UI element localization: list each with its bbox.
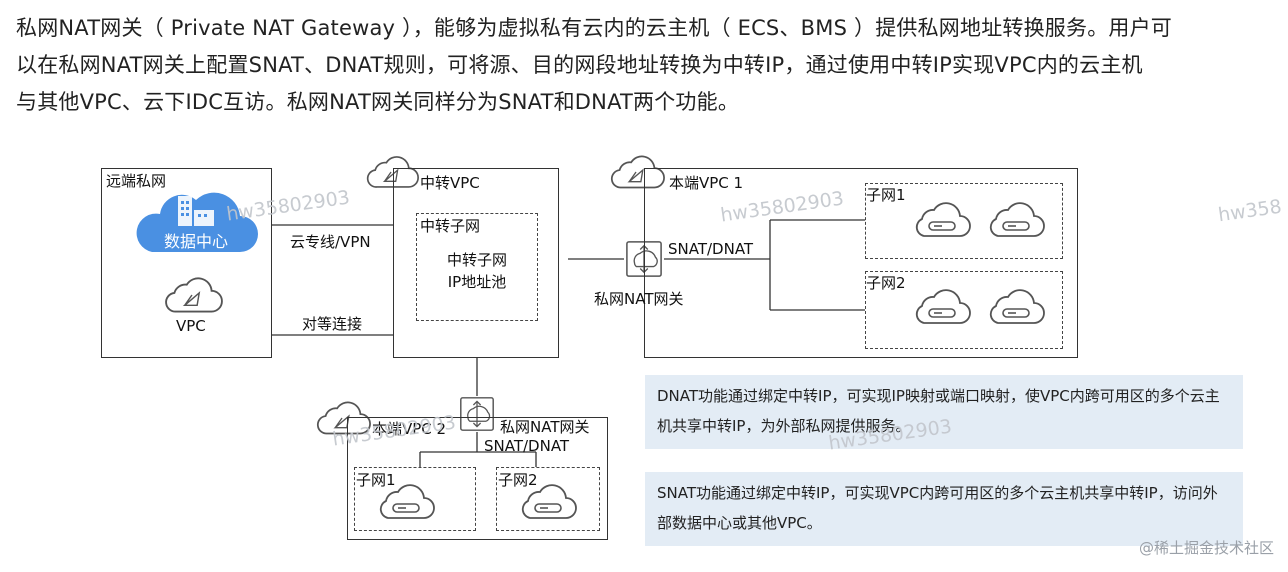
nat-gateway-bottom-label: 私网NAT网关	[500, 418, 590, 436]
transit-subnet-box	[416, 213, 538, 321]
ip-pool-label: 中转子网 IP地址池	[418, 249, 536, 293]
local-vpc2-label: 本端VPC 2	[372, 420, 447, 438]
dedicated-line-label: 云专线/VPN	[290, 233, 371, 251]
local-vpc1-box	[644, 168, 1078, 358]
subnet2-bottom-box	[496, 467, 600, 531]
dnat-note-text: DNAT功能通过绑定中转IP，可实现IP映射或端口映射，使VPC内跨可用区的多个…	[657, 387, 1220, 435]
ip-pool-line-2: IP地址池	[447, 273, 507, 291]
snat-dnat-bottom-label: SNAT/DNAT	[484, 437, 570, 455]
transit-vpc-box	[393, 168, 559, 358]
intro-line-1: 私网NAT网关（ Private NAT Gateway ），能够为虚拟私有云内…	[16, 16, 1172, 40]
nat-gateway-top-label: 私网NAT网关	[594, 290, 684, 308]
corner-credit: @稀土掘金技术社区	[1138, 539, 1274, 557]
peering-label: 对等连接	[302, 315, 363, 333]
transit-vpc-label: 中转VPC	[420, 174, 480, 192]
transit-subnet-label: 中转子网	[420, 217, 481, 235]
intro-line-2: 以在私网NAT网关上配置SNAT、DNAT规则，可将源、目的网段地址转换为中转I…	[16, 53, 1143, 77]
datacenter-cloud-icon	[136, 192, 258, 252]
intro-paragraph: 私网NAT网关（ Private NAT Gateway ），能够为虚拟私有云内…	[16, 10, 1278, 121]
remote-private-box	[101, 168, 272, 358]
local-vpc1-label: 本端VPC 1	[669, 174, 744, 192]
subnet2-top-label: 子网2	[866, 274, 906, 292]
ip-pool-line-1: 中转子网	[446, 251, 507, 269]
dnat-note: DNAT功能通过绑定中转IP，可实现IP映射或端口映射，使VPC内跨可用区的多个…	[645, 375, 1243, 449]
snat-note: SNAT功能通过绑定中转IP，可实现VPC内跨可用区的多个云主机共享中转IP，访…	[645, 472, 1243, 546]
subnet1-top-box	[865, 183, 1063, 259]
subnet2-bottom-label: 子网2	[498, 471, 538, 489]
local-vpc2-box	[347, 417, 608, 540]
subnet1-top-label: 子网1	[866, 186, 906, 204]
subnet1-bottom-box	[354, 467, 476, 531]
vpc-label: VPC	[176, 317, 206, 335]
subnet1-bottom-label: 子网1	[356, 471, 396, 489]
snat-note-text: SNAT功能通过绑定中转IP，可实现VPC内跨可用区的多个云主机共享中转IP，访…	[657, 484, 1218, 532]
intro-line-3: 与其他VPC、云下IDC互访。私网NAT网关同样分为SNAT和DNAT两个功能。	[16, 90, 740, 114]
subnet2-top-box	[865, 271, 1063, 349]
snat-dnat-top-label: SNAT/DNAT	[668, 240, 754, 258]
datacenter-label: 数据中心	[164, 232, 229, 251]
remote-private-label: 远端私网	[106, 172, 167, 190]
